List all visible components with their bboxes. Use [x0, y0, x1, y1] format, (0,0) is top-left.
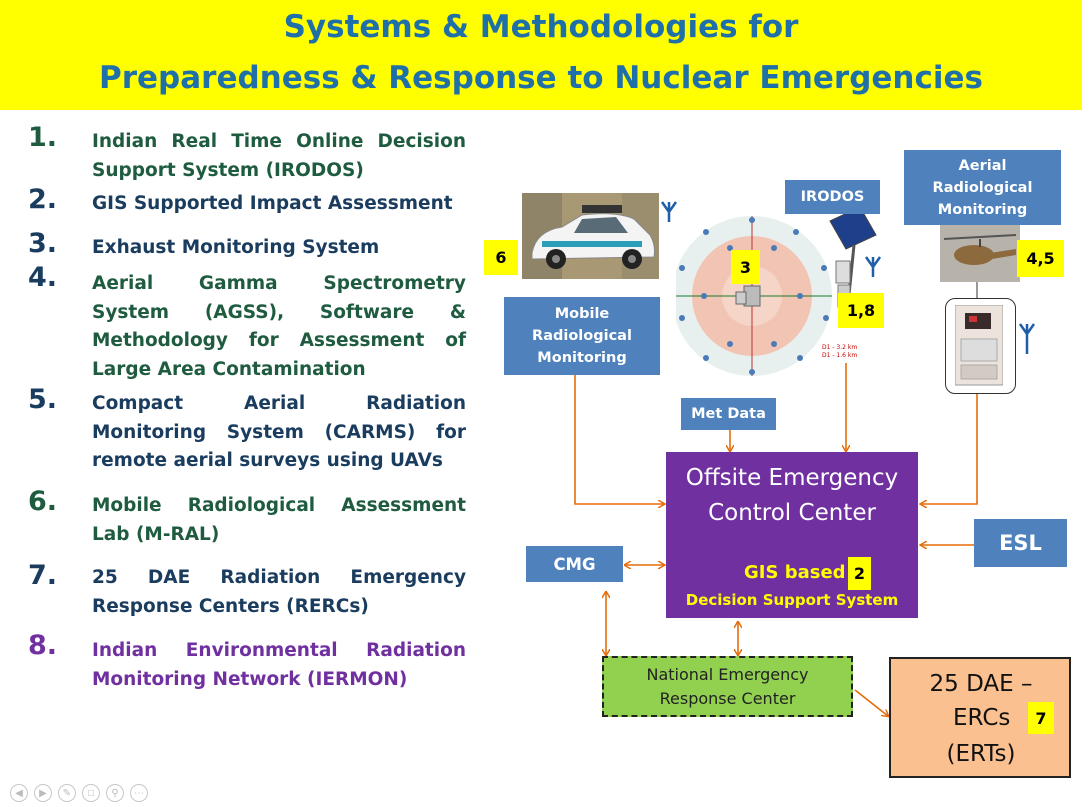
title-banner: Systems & Methodologies for Preparedness…	[0, 0, 1082, 110]
list-text: 25 DAE Radiation Emergency Response Cent…	[92, 567, 466, 617]
list-number: 6.	[28, 486, 58, 517]
plot-labels: D1 - 3.2 km D1 - 1.6 km	[822, 344, 882, 368]
esl-box: ESL	[974, 519, 1067, 567]
badge-6: 6	[484, 240, 518, 275]
badge-3: 3	[731, 250, 760, 284]
nerc-box: National Emergency Response Center	[602, 656, 853, 717]
list-text: Aerial Gamma Spectrometry System (AGSS),…	[92, 273, 466, 380]
center-title-line-2: Control Center	[708, 500, 876, 526]
cmg-box: CMG	[526, 546, 623, 582]
center-title: Offsite Emergency Control Center	[666, 461, 918, 531]
badge-7: 7	[1028, 702, 1054, 734]
prev-slide-icon[interactable]: ◀	[10, 784, 28, 802]
arrow-mobile-to-center	[574, 375, 664, 504]
title-line-2: Preparedness & Response to Nuclear Emerg…	[99, 60, 983, 96]
list-text: Indian Real Time Online Decision Support…	[92, 131, 466, 181]
badge-2: 2	[848, 557, 871, 590]
helicopter-icon	[940, 225, 1020, 282]
slides-icon[interactable]: □	[82, 784, 100, 802]
dispersion-plot-image	[676, 208, 834, 378]
antenna-icon	[864, 256, 882, 277]
antenna-icon	[1018, 323, 1036, 354]
badge-4-5: 4,5	[1017, 240, 1064, 277]
met-data-box: Met Data	[681, 398, 776, 430]
list-text: GIS Supported Impact Assessment	[92, 193, 453, 214]
dae-line-3: (ERTs)	[946, 741, 1016, 767]
list-text: Indian Environmental Radiation Monitorin…	[92, 640, 466, 690]
next-slide-icon[interactable]: ▶	[34, 784, 52, 802]
plot-label-d1: D1 - 3.2 km	[822, 344, 858, 351]
list-text: Mobile Radiological Assessment Lab (M-RA…	[92, 495, 466, 545]
helicopter-image	[940, 225, 1020, 282]
more-icon[interactable]: ⋯	[130, 784, 148, 802]
list-number: 5.	[28, 384, 58, 415]
center-title-line-1: Offsite Emergency	[685, 465, 899, 491]
car-icon	[522, 193, 659, 279]
list-number: 8.	[28, 630, 58, 661]
list-number: 3.	[28, 228, 58, 259]
dae-line-2: ERCs	[953, 705, 1011, 731]
connector-line	[976, 282, 978, 298]
instrument-rack-icon	[955, 305, 1003, 386]
list-text: Exhaust Monitoring System	[92, 237, 380, 258]
plot-label-d2: D1 - 1.6 km	[822, 352, 858, 359]
arrow-aerial-to-center	[921, 392, 978, 504]
radial-plot-icon	[676, 216, 832, 376]
dss-label: Decision Support System	[685, 591, 899, 609]
list-number: 1.	[28, 122, 58, 153]
title-line-1: Systems & Methodologies for	[283, 9, 799, 45]
arrow-nerc-to-dae	[854, 689, 888, 716]
mobile-lab-car-image	[522, 193, 659, 279]
zoom-icon[interactable]: ⚲	[106, 784, 124, 802]
badge-1-8: 1,8	[838, 293, 884, 328]
list-number: 2.	[28, 184, 58, 215]
irodos-box: IRODOS	[785, 180, 880, 214]
aerial-monitoring-box: Aerial Radiological Monitoring	[904, 150, 1061, 225]
list-text: Compact Aerial Radiation Monitoring Syst…	[92, 393, 466, 471]
pen-icon[interactable]: ✎	[58, 784, 76, 802]
slideshow-controls: ◀ ▶ ✎ □ ⚲ ⋯	[10, 784, 148, 802]
offsite-control-center: Offsite Emergency Control Center GIS bas…	[666, 452, 918, 618]
list-number: 7.	[28, 560, 58, 591]
dae-line-1: 25 DAE –	[929, 671, 1033, 697]
gis-label: GIS based	[744, 562, 846, 583]
antenna-icon	[660, 201, 678, 222]
mobile-monitoring-box: Mobile Radiological Monitoring	[504, 297, 660, 375]
solar-panel-icon	[829, 206, 877, 326]
list-number: 4.	[28, 262, 58, 293]
